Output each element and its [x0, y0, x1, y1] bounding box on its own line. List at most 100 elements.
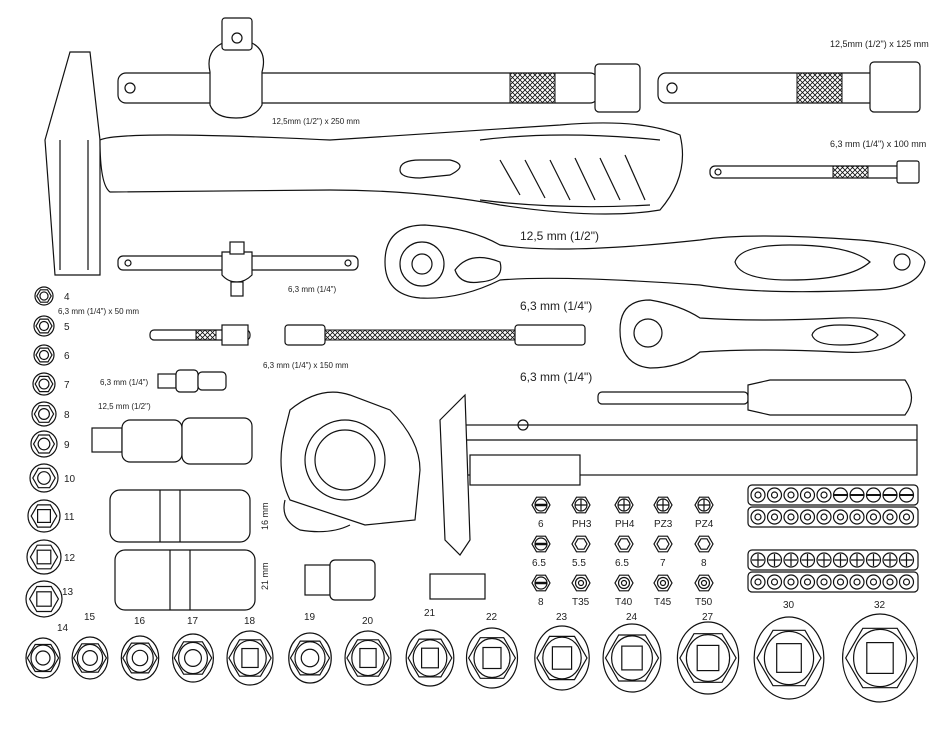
socket-22 — [465, 627, 519, 689]
socket-7 — [32, 372, 56, 396]
label-ratchet-quarter: 6,3 mm (1/4") — [520, 299, 592, 313]
bit-8 — [531, 574, 551, 592]
bit-label: PZ3 — [654, 519, 673, 530]
socket-label: 17 — [187, 616, 199, 627]
socket-13 — [25, 580, 63, 618]
bit-label: 6.5 — [532, 558, 546, 569]
socket-label: 10 — [64, 474, 76, 485]
bit-label: T50 — [695, 597, 713, 608]
socket-label: 15 — [84, 612, 96, 623]
socket-18 — [226, 630, 274, 686]
bit-pz3 — [653, 496, 673, 514]
bit-holder-rows — [747, 484, 919, 593]
sliding-t-bar-250 — [117, 17, 641, 119]
bit-pz4 — [694, 496, 714, 514]
socket-label: 27 — [702, 612, 714, 623]
socket-label: 32 — [874, 600, 886, 611]
socket-label: 4 — [64, 292, 70, 303]
bit-6 — [531, 496, 551, 514]
socket-5 — [33, 315, 55, 337]
socket-20 — [344, 630, 392, 686]
socket-label: 8 — [64, 410, 70, 421]
socket-label: 12 — [64, 553, 76, 564]
label-ext-125: 12,5mm (1/2") x 125 mm — [830, 39, 929, 49]
adapter-sleeve — [429, 573, 486, 600]
hammer — [44, 51, 684, 276]
socket-label: 9 — [64, 440, 70, 451]
label-ujoint-half: 12,5 mm (1/2") — [98, 402, 151, 411]
socket-4 — [34, 286, 54, 306]
bit-t50 — [694, 574, 714, 592]
socket-label: 23 — [556, 612, 568, 623]
bit-ph3 — [571, 496, 591, 514]
socket-label: 22 — [486, 612, 498, 623]
extension-bar-100 — [709, 160, 920, 184]
socket-15 — [71, 636, 109, 680]
ratchet-half-inch — [384, 224, 926, 299]
socket-19 — [288, 632, 332, 684]
bit-6.5 — [614, 535, 634, 553]
label-tbar-quarter: 6,3 mm (1/4") — [288, 285, 337, 294]
bit-label: 6 — [538, 519, 544, 530]
bit-holder-strip — [747, 571, 919, 593]
bit-t45 — [653, 574, 673, 592]
label-ujoint-quarter: 6,3 mm (1/4") — [100, 378, 149, 387]
socket-label: 21 — [424, 608, 436, 619]
deep-socket-21 — [114, 549, 256, 611]
tape-measure — [280, 391, 421, 533]
sliding-t-bar-125 — [657, 61, 921, 113]
vernier-caliper — [439, 393, 918, 556]
socket-32 — [841, 613, 918, 703]
socket-label: 19 — [304, 612, 316, 623]
bit-ph4 — [614, 496, 634, 514]
socket-17 — [172, 633, 215, 683]
label-deep-21: 21 mm — [260, 562, 270, 590]
flex-extension-150 — [284, 324, 586, 346]
socket-label: 6 — [64, 351, 70, 362]
socket-30 — [753, 616, 825, 700]
socket-23 — [534, 625, 590, 691]
bit-label: PH4 — [615, 519, 635, 530]
bit-6.5 — [531, 535, 551, 553]
label-ext-50: 6,3 mm (1/4") x 50 mm — [58, 307, 139, 316]
deep-socket-16 — [109, 489, 251, 543]
socket-label: 18 — [244, 616, 256, 627]
label-ext-100: 6,3 mm (1/4") x 100 mm — [830, 139, 926, 149]
socket-label: 16 — [134, 616, 146, 627]
socket-label: 14 — [57, 623, 69, 634]
socket-label: 13 — [62, 587, 74, 598]
spark-plug-socket — [304, 559, 376, 601]
socket-16 — [120, 635, 160, 681]
socket-6 — [33, 344, 55, 366]
bit-holder-strip — [747, 484, 919, 506]
label-deep-16: 16 mm — [260, 502, 270, 530]
universal-joint-half — [91, 417, 253, 465]
socket-10 — [29, 463, 59, 493]
bit-label: 8 — [538, 597, 544, 608]
socket-9 — [30, 430, 58, 458]
bit-label: T35 — [572, 597, 590, 608]
label-ratchet-half: 12,5 mm (1/2") — [520, 229, 599, 243]
socket-label: 5 — [64, 322, 70, 333]
bit-label: 6.5 — [615, 558, 629, 569]
bit-t35 — [571, 574, 591, 592]
bit-label: T40 — [615, 597, 633, 608]
socket-8 — [31, 401, 57, 427]
socket-label: 30 — [783, 600, 795, 611]
t-bar-quarter — [117, 241, 359, 297]
bit-8 — [694, 535, 714, 553]
socket-27 — [676, 621, 740, 695]
bit-7 — [653, 535, 673, 553]
socket-label: 20 — [362, 616, 374, 627]
bit-label: PH3 — [572, 519, 592, 530]
socket-label: 11 — [64, 512, 75, 523]
label-ext-250: 12,5mm (1/2") x 250 mm — [272, 117, 360, 126]
bit-screwdriver — [597, 379, 913, 416]
label-flex-150: 6,3 mm (1/4") x 150 mm — [263, 361, 349, 370]
label-screwdriver: 6,3 mm (1/4") — [520, 370, 592, 384]
socket-24 — [602, 623, 662, 693]
bit-label: 8 — [701, 558, 707, 569]
socket-21 — [405, 629, 455, 687]
